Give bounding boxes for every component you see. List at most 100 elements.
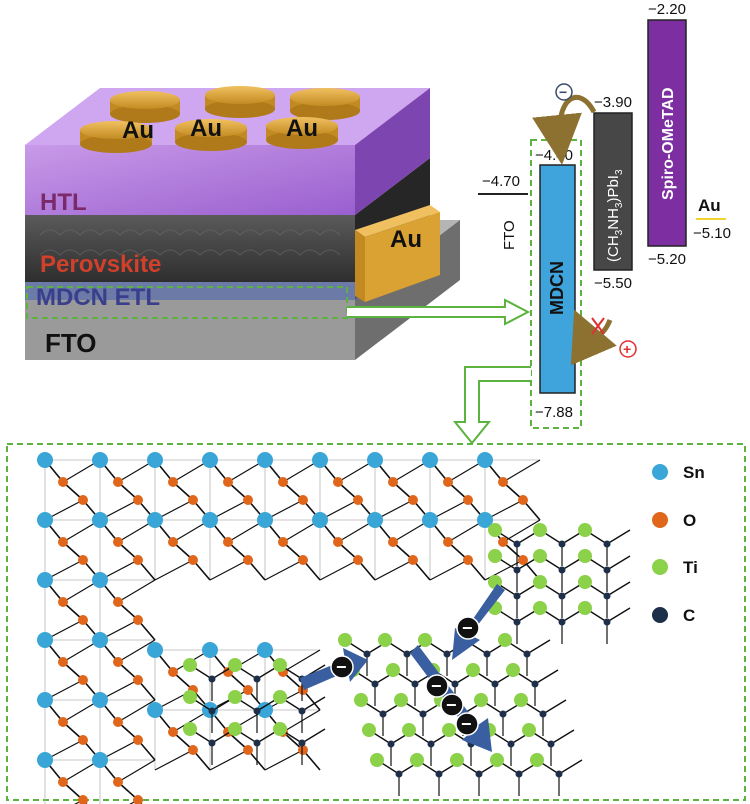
o-atom [78, 555, 88, 565]
electron-symbol: − [555, 83, 573, 101]
perovskite-bottom-value: −5.50 [594, 275, 632, 292]
c-atom [427, 740, 435, 748]
bond [550, 729, 575, 745]
bond [209, 749, 249, 771]
sn-atom [92, 452, 108, 468]
sn-atom [257, 452, 273, 468]
svg-text:−: − [559, 84, 567, 100]
c-atom [451, 680, 459, 688]
c-atom [558, 540, 566, 548]
ti-atom [228, 722, 242, 736]
c-atom [531, 680, 539, 688]
electron-marker: − [425, 674, 449, 698]
ti-atom [394, 693, 408, 707]
bond [526, 639, 551, 655]
ti-atom [273, 722, 287, 736]
block-cross [591, 317, 605, 335]
c-atom [387, 740, 395, 748]
perovskite-label-part: )PbI [605, 175, 622, 203]
ti-atom [228, 658, 242, 672]
ti-atom [354, 693, 368, 707]
o-atom [168, 537, 178, 547]
mdcn-bottom-value: −7.88 [535, 404, 573, 421]
sn-atom [92, 512, 108, 528]
o-atom [188, 495, 198, 505]
o-atom [463, 555, 473, 565]
bond [301, 696, 326, 712]
o-atom [133, 795, 143, 804]
htl-side-face [355, 88, 430, 215]
c-atom [513, 592, 521, 600]
o-atom [78, 795, 88, 804]
perovskite-bar-label: (CH3NH3)PbI3 [605, 169, 625, 262]
svg-text:−: − [446, 695, 457, 715]
bond [129, 799, 139, 804]
c-atom [363, 650, 371, 658]
legend-label-ti: Ti [683, 558, 698, 577]
sn-atom [147, 512, 163, 528]
ti-atom [578, 575, 592, 589]
c-atom [523, 650, 531, 658]
ti-atom [378, 633, 392, 647]
ti-atom [418, 633, 432, 647]
c-atom [208, 739, 216, 747]
fto-label: FTO [45, 328, 97, 358]
sn-atom [312, 452, 328, 468]
c-atom [491, 680, 499, 688]
legend: Sn O Ti C [652, 463, 705, 625]
electron-marker: − [456, 616, 480, 640]
crystal-lattice [37, 452, 631, 804]
o-atom [333, 537, 343, 547]
device-stack: Au Au Au Au HTL Perovskite MDCN ETL FTO [25, 86, 531, 360]
c-atom [379, 710, 387, 718]
sn-atom [147, 452, 163, 468]
bond [558, 759, 583, 775]
ti-atom [362, 723, 376, 737]
sn-atom [92, 692, 108, 708]
o-atom [443, 477, 453, 487]
ti-atom [533, 523, 547, 537]
c-atom [603, 618, 611, 626]
sn-atom [37, 692, 53, 708]
c-atom [298, 739, 306, 747]
ti-atom [474, 693, 488, 707]
o-atom [518, 555, 528, 565]
o-atom [58, 597, 68, 607]
bond [606, 555, 631, 571]
o-atom [388, 537, 398, 547]
o-atom [498, 537, 508, 547]
au-label-1: Au [122, 117, 154, 144]
o-atom [463, 495, 473, 505]
bond [282, 649, 321, 673]
bond [534, 669, 559, 685]
ti-atom [273, 690, 287, 704]
sn-atom [92, 572, 108, 588]
c-atom [435, 770, 443, 778]
mdcn-bar [539, 164, 576, 394]
perovskite-label-sub: 3 [614, 229, 625, 235]
mdcn-top-value: −4.40 [535, 147, 573, 164]
ti-atom [506, 663, 520, 677]
ti-atom [514, 693, 528, 707]
bond [264, 559, 304, 581]
c-atom [253, 739, 261, 747]
spiro-top-value: −2.20 [648, 1, 686, 18]
sn-atom [367, 512, 383, 528]
c-atom [558, 566, 566, 574]
au-disc [80, 121, 152, 153]
o-atom [113, 717, 123, 727]
o-atom [58, 717, 68, 727]
o-atom [353, 555, 363, 565]
o-atom [58, 657, 68, 667]
ti-atom [450, 753, 464, 767]
o-atom [188, 745, 198, 755]
sn-atom-swatch [652, 464, 668, 480]
ti-atom [183, 722, 197, 736]
ti-atom [578, 549, 592, 563]
o-atom [133, 615, 143, 625]
ti-atom [490, 753, 504, 767]
htl-front-face [25, 145, 355, 215]
perovskite-texture [39, 229, 341, 256]
ti-atom-swatch [652, 559, 668, 575]
